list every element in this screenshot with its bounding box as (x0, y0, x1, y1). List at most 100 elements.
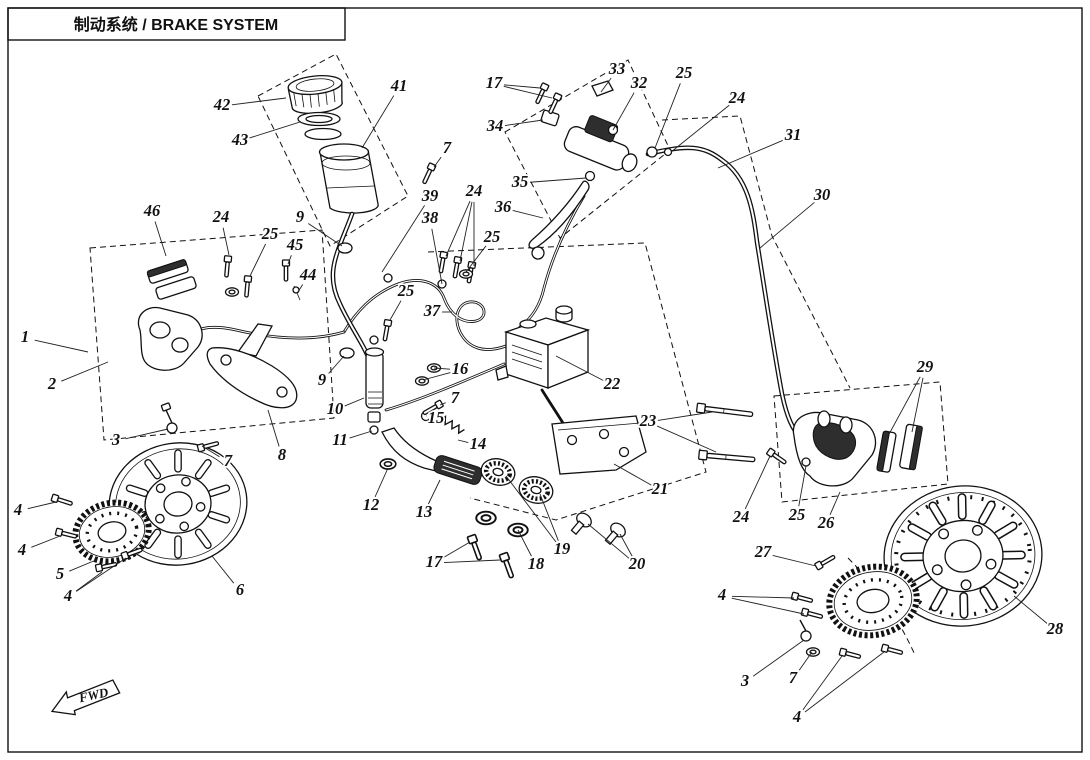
brake-pedal (379, 363, 483, 485)
fwd-label: FWD (76, 684, 110, 705)
abs-module (495, 305, 591, 389)
part-number-label: 7 (789, 668, 798, 687)
brake-pad (146, 259, 189, 284)
callout-8: 8 (267, 409, 288, 466)
rear-brake-hose (645, 145, 804, 441)
callout-27: 27 (752, 540, 817, 567)
bleed-valve (166, 422, 178, 434)
part-number-label: 25 (397, 281, 415, 300)
callout-36: 36 (492, 195, 544, 219)
callout-9: 9 (316, 355, 345, 391)
page-border (7, 7, 1083, 753)
part-number-label: 28 (1046, 619, 1064, 638)
callout-10: 10 (325, 397, 365, 420)
part-number-label: 33 (608, 59, 626, 78)
part-number-label: 16 (452, 359, 469, 378)
part-number-label: 13 (416, 502, 433, 521)
part-number-label: 15 (428, 408, 445, 427)
part-number-label: 24 (732, 507, 750, 526)
rear-master-cylinder (364, 335, 385, 435)
front-master-cylinder (528, 80, 638, 260)
part-number-label: 8 (278, 445, 286, 464)
callout-11: 11 (330, 428, 373, 451)
part-number-label: 31 (784, 125, 802, 144)
banjo-fitting (646, 146, 658, 158)
reservoir-seal-ring (297, 111, 341, 127)
callout-28: 28 (1013, 595, 1065, 640)
clamp-bolt (546, 92, 563, 116)
callout-25: 25 (465, 225, 502, 273)
callout-3: 3 (109, 428, 169, 451)
callout-14: 14 (457, 432, 488, 455)
button-screw (604, 522, 626, 546)
part-number-label: 12 (363, 495, 380, 514)
callout-24: 24 (445, 179, 484, 266)
return-spring (438, 415, 465, 435)
part-number-label: 36 (494, 197, 512, 216)
callout-37: 37 (421, 299, 452, 322)
callout-3: 3 (738, 639, 805, 692)
front-brake-caliper-assembly (137, 255, 301, 453)
callout-21: 21 (613, 463, 670, 500)
part-number-label: 2 (47, 374, 56, 393)
part-number-label: 30 (813, 185, 831, 204)
callout-32: 32 (612, 71, 649, 131)
part-number-label: 45 (286, 235, 304, 254)
part-number-label: 4 (17, 540, 26, 559)
part-number-label: 39 (421, 186, 439, 205)
callout-24: 24 (730, 455, 771, 528)
callout-17: 17 (484, 71, 553, 99)
callout-15: 15 (426, 406, 446, 429)
part-number-label: 17 (426, 552, 443, 571)
callout-19: 19 (505, 475, 572, 560)
part-number-label: 25 (788, 505, 806, 524)
brake-pad (155, 276, 197, 300)
part-number-label: 23 (639, 411, 657, 430)
rear-brake-caliper-assembly (695, 402, 923, 487)
caliper-bracket (206, 347, 298, 409)
callout-25: 25 (389, 279, 416, 321)
part-number-label: 5 (56, 564, 64, 583)
hose-route-outline (661, 115, 851, 389)
clevis (367, 411, 381, 423)
callout-18: 18 (517, 529, 546, 575)
part-number-label: 7 (451, 388, 460, 407)
callout-30: 30 (759, 183, 832, 249)
part-number-label: 37 (423, 301, 441, 320)
part-number-label: 9 (296, 207, 304, 226)
part-number-label: 29 (916, 357, 934, 376)
reservoir-hose (330, 211, 375, 369)
reservoir-group-outline (257, 53, 409, 247)
callout-6: 6 (211, 555, 247, 601)
callout-25: 25 (786, 465, 807, 526)
fwd-indicator: FWD (50, 679, 121, 716)
title-box: 制动系统 / BRAKE SYSTEM (7, 7, 346, 41)
callout-7: 7 (439, 386, 462, 409)
part-number-label: 38 (421, 208, 439, 227)
center-group-outline (427, 242, 707, 521)
callout-25: 25 (654, 61, 694, 149)
bleed-valve (800, 630, 812, 642)
callout-7: 7 (201, 445, 235, 472)
callout-5: 5 (54, 559, 97, 585)
part-number-label: 20 (628, 554, 646, 573)
part-number-label: 9 (318, 370, 326, 389)
part-number-label: 6 (236, 580, 245, 599)
abs-bracket-tab (495, 365, 509, 381)
callout-44: 44 (297, 263, 318, 293)
part-number-label: 44 (299, 265, 317, 284)
brake-pad (876, 430, 897, 473)
callout-24: 24 (670, 86, 747, 153)
part-number-label: 46 (143, 201, 161, 220)
front-caliper-group-outline (89, 229, 335, 441)
reservoir-body (318, 143, 379, 214)
small-bolt (222, 255, 233, 278)
callout-26: 26 (815, 491, 841, 534)
clevis-pin (369, 425, 379, 435)
part-number-label: 26 (817, 513, 835, 532)
reservoir-diaphragm (304, 127, 342, 141)
part-number-label: 4 (717, 585, 726, 604)
bracket-arm (236, 323, 274, 357)
front-caliper-body (137, 306, 203, 371)
